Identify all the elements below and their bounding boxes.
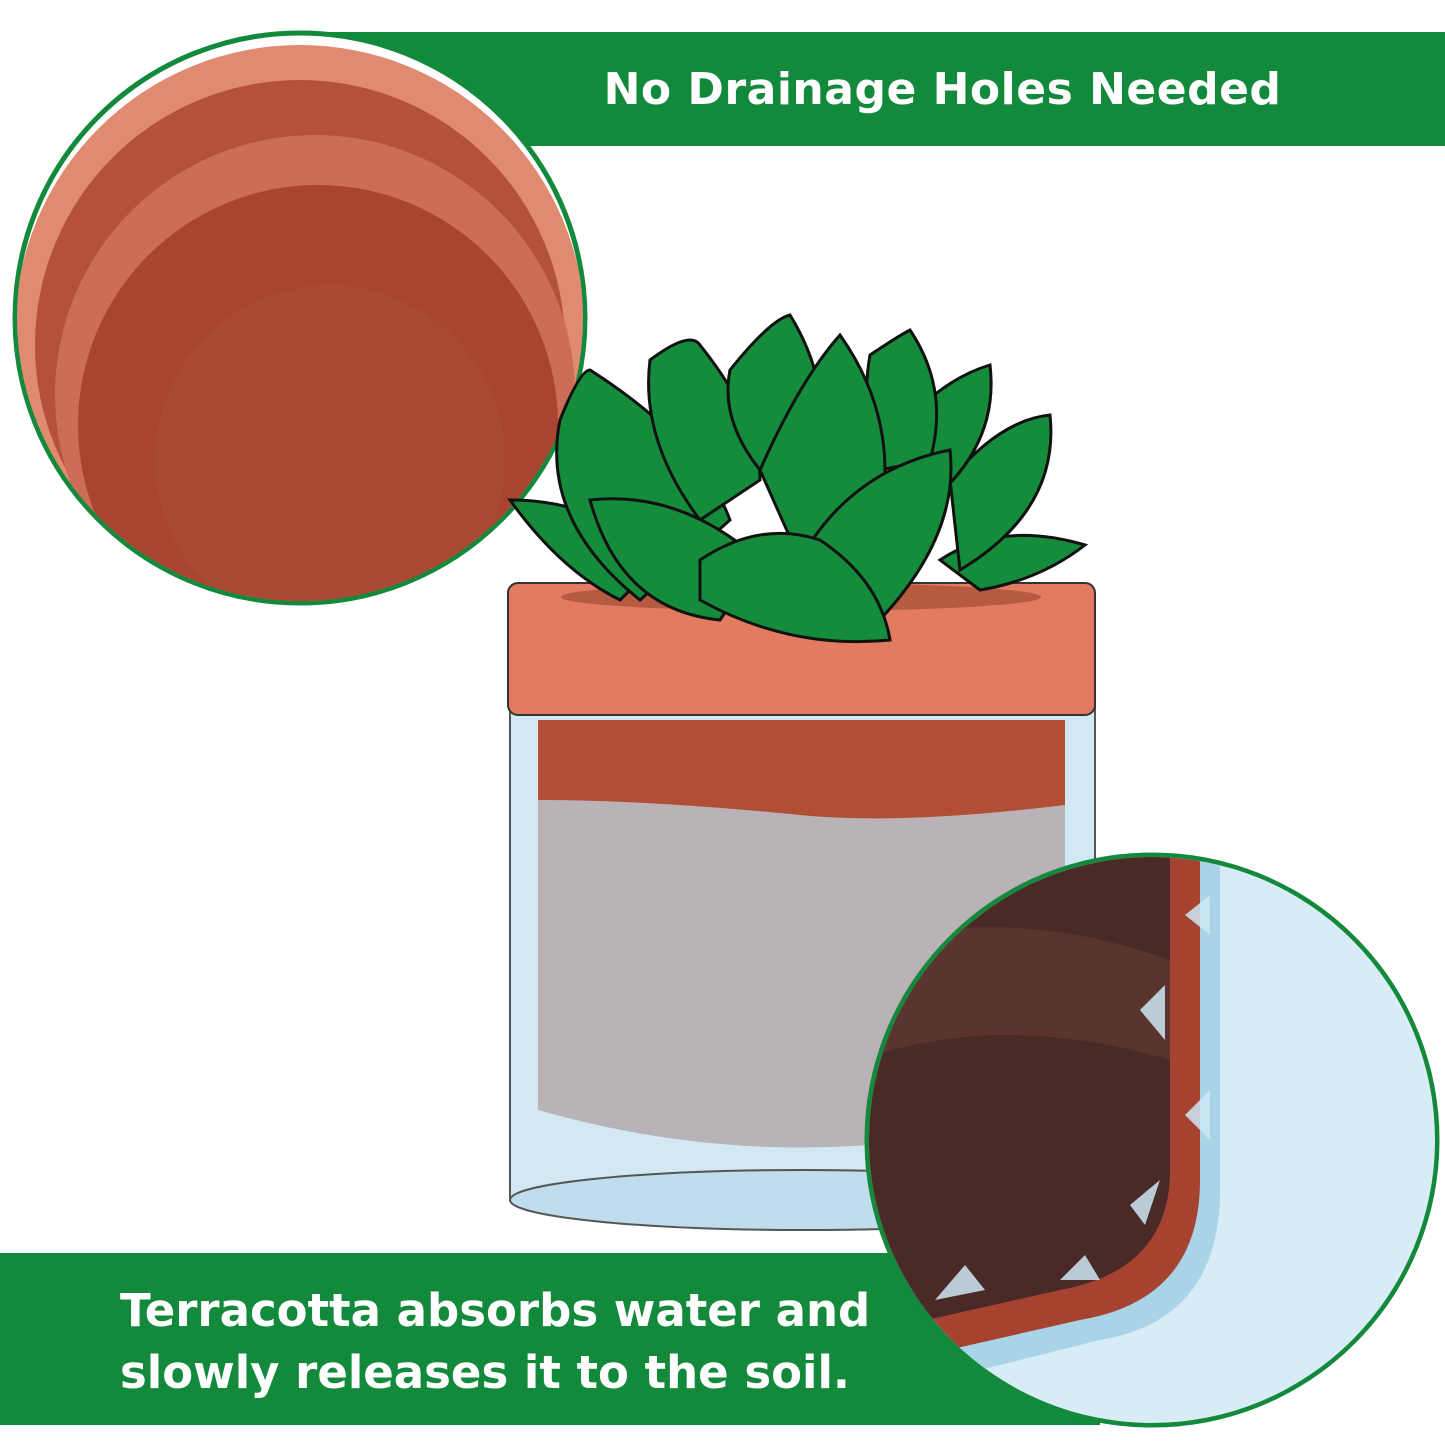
wicking-closeup [864, 852, 1440, 1428]
pot-bottom-closeup [12, 30, 588, 606]
caption-line-2: slowly releases it to the soil. [120, 1346, 850, 1399]
headline: No Drainage Holes Needed [603, 63, 1282, 115]
caption: Terracotta absorbs water and slowly rele… [120, 1280, 920, 1404]
top-banner [330, 32, 1445, 146]
caption-line-1: Terracotta absorbs water and [120, 1284, 871, 1337]
succulent-plant [507, 313, 1089, 644]
arrow-icons [935, 895, 1210, 1300]
